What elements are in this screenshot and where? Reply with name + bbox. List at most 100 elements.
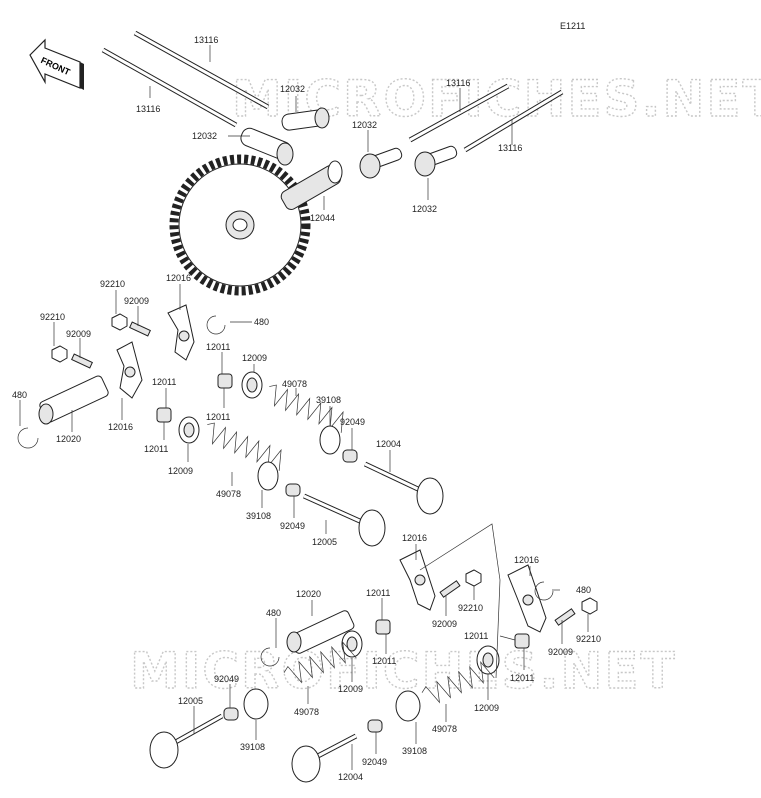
callout: 12011 (206, 412, 230, 422)
callout: 12032 (192, 131, 217, 141)
callout: 92009 (432, 619, 457, 629)
bushing-12011-a (217, 373, 233, 389)
callout: 12032 (352, 120, 377, 130)
callout: 12004 (376, 439, 401, 449)
circlip-480-b (206, 315, 226, 335)
bushing-12011-d (514, 633, 530, 649)
callout: 12009 (474, 703, 499, 713)
tappet-12032-d (414, 145, 458, 177)
valve-spring-49078-d (421, 661, 495, 704)
rocker-arm-12016-right-a (399, 549, 436, 611)
tappet-12032-c (359, 147, 403, 179)
front-arrow-icon: FRONT (29, 38, 84, 90)
callout: 49078 (294, 707, 319, 717)
rocker-arm-12016-lower-left (116, 341, 143, 399)
callout: 92009 (548, 647, 573, 657)
callout: 12009 (168, 466, 193, 476)
callout: 92009 (66, 329, 91, 339)
callout: 92049 (362, 757, 387, 767)
callout: 92049 (340, 417, 365, 427)
valve-12004-lower (291, 733, 358, 783)
circlip-480-a (17, 427, 39, 449)
callout: 480 (576, 585, 591, 595)
tappet-12032-b (240, 127, 294, 166)
adjuster-92009-d (554, 608, 576, 626)
callout: 92210 (100, 279, 125, 289)
callout: 13116 (446, 78, 470, 88)
nut-92210-a (111, 313, 128, 331)
callout: 92210 (40, 312, 65, 322)
retainer-12009-d (476, 645, 500, 675)
valve-12005-upper (302, 493, 386, 547)
bushing-12011-c (375, 619, 391, 635)
callout: 480 (254, 317, 269, 327)
callout: 12009 (242, 353, 267, 363)
rocker-shaft-12020-left (38, 375, 109, 425)
circlip-480-c (260, 647, 280, 667)
callout: 480 (266, 608, 281, 618)
callout: 12011 (206, 342, 230, 352)
callout: 39108 (316, 395, 341, 405)
callout: 12011 (510, 673, 534, 683)
diagram-id: E1211 (560, 21, 585, 31)
nut-92210-b (51, 345, 68, 363)
adjuster-92009-b (71, 353, 93, 369)
push-rod-13116-c (408, 83, 510, 143)
callout: 12009 (338, 684, 363, 694)
watermark-bottom: MICROFICHES.NET (130, 642, 677, 700)
callout: 12011 (464, 631, 488, 641)
callout: 13116 (498, 143, 522, 153)
tappet-12032-a (281, 107, 330, 131)
callout: 49078 (282, 379, 307, 389)
stem-seal-92049-c (223, 707, 239, 721)
callout: 480 (12, 390, 27, 400)
valve-spring-49078-a (269, 384, 344, 433)
callout: 49078 (216, 489, 241, 499)
callout: 12032 (412, 204, 437, 214)
rocker-shaft-12020-right (286, 610, 355, 654)
spring-seat-39108-a (319, 425, 341, 455)
callout: 12016 (402, 533, 427, 543)
camshaft-gear-12044 (169, 154, 343, 296)
valve-12004-upper (363, 461, 444, 515)
callout: 12011 (372, 656, 396, 666)
valve-spring-49078-c (283, 641, 357, 684)
callout: 12011 (366, 588, 390, 598)
callout: 12032 (280, 84, 305, 94)
stem-seal-92049-a (342, 449, 358, 463)
callout: 39108 (402, 746, 427, 756)
stem-seal-92049-d (367, 719, 383, 733)
rocker-arm-12016-right-b (507, 564, 547, 633)
callout: 12044 (310, 213, 335, 223)
push-rod-13116-d (463, 89, 564, 153)
callout: 12011 (144, 444, 168, 454)
callout: 12016 (166, 273, 191, 283)
leader-lines (19, 45, 589, 770)
callout: 12005 (178, 696, 203, 706)
valve-spring-49078-b (207, 422, 282, 471)
callout: 92210 (576, 634, 601, 644)
callout: 92210 (458, 603, 483, 613)
callout: 39108 (240, 742, 265, 752)
adjuster-92009-c (439, 580, 461, 598)
callout: 12004 (338, 772, 363, 782)
adjuster-92009-a (129, 321, 151, 337)
push-rod-13116-a (133, 30, 270, 110)
circlip-480-d (534, 581, 554, 601)
valve-12005-lower (149, 713, 224, 769)
callout: 13116 (136, 104, 160, 114)
push-rod-13116-b (101, 47, 238, 128)
callout: 92049 (280, 521, 305, 531)
callout: 12016 (108, 422, 133, 432)
spring-seat-39108-c (243, 688, 269, 720)
rocker-arm-12016-upper-left (167, 304, 195, 361)
retainer-12009-b (178, 416, 200, 444)
callout: 49078 (432, 724, 457, 734)
callout: 12011 (152, 377, 176, 387)
nut-92210-d (581, 597, 598, 615)
callout: 39108 (246, 511, 271, 521)
spring-seat-39108-d (395, 690, 421, 722)
callout: 92049 (214, 674, 239, 684)
callout-labels: 13116 13116 13116 13116 12032 12032 1203… (12, 35, 601, 782)
